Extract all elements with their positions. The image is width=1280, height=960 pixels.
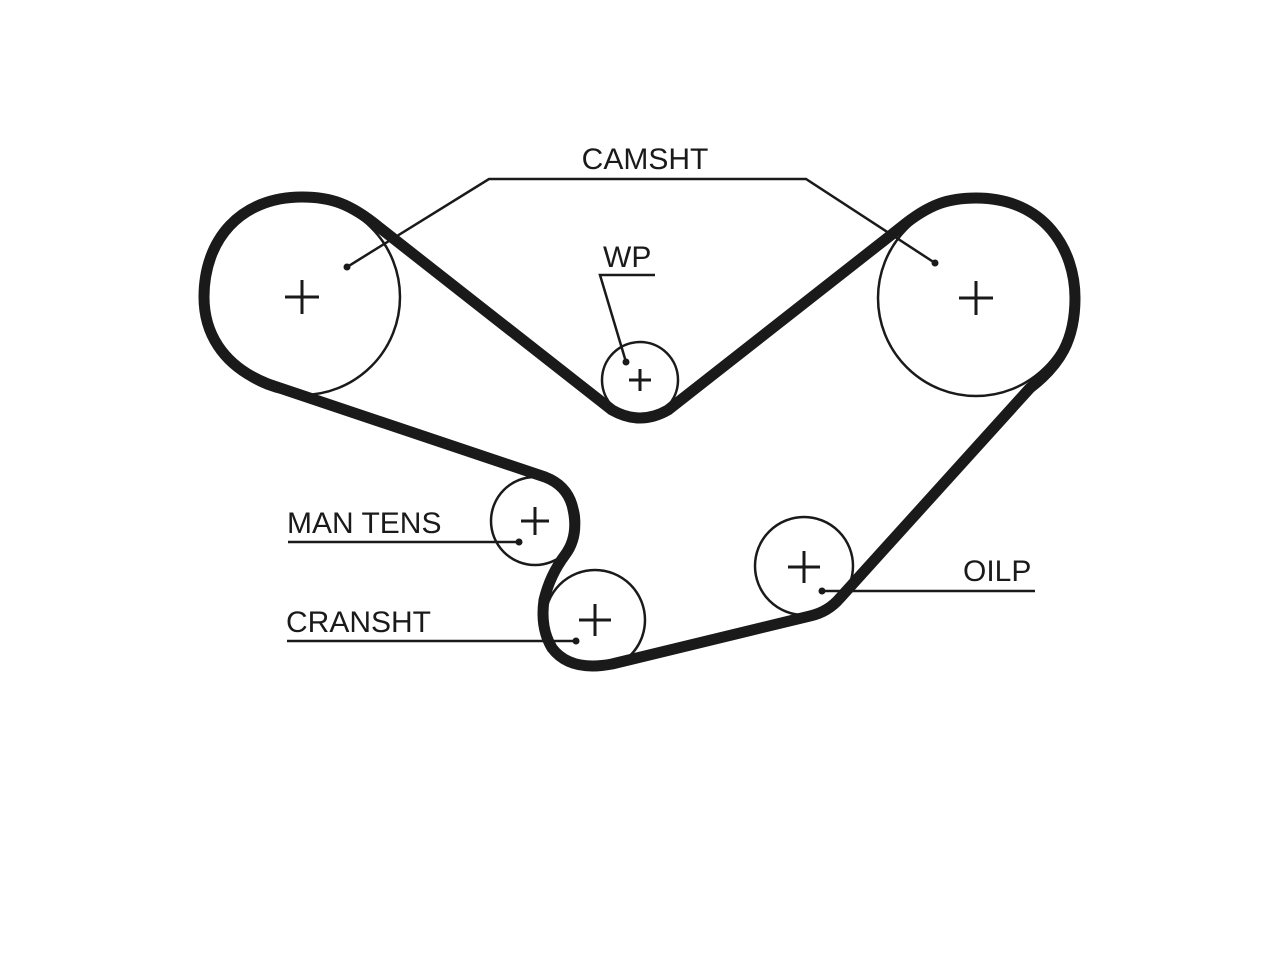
oil-pump-label: OILP bbox=[963, 555, 1031, 588]
left-camshaft-center-cross bbox=[285, 280, 319, 314]
crankshaft-center-cross bbox=[579, 604, 611, 636]
camshaft-leader-line bbox=[346, 177, 936, 269]
timing-belt bbox=[198, 191, 1081, 672]
manual-tensioner-label: MAN TENS bbox=[287, 507, 441, 540]
water-pump-center-cross bbox=[629, 369, 651, 391]
oil-pump-center-cross bbox=[788, 551, 820, 583]
water-pump-leader-line bbox=[598, 273, 655, 363]
right-camshaft-center-cross bbox=[959, 281, 993, 315]
camshaft-right-pointer-dot bbox=[931, 259, 939, 267]
oil-pump-pointer-dot bbox=[818, 587, 826, 595]
water-pump-pointer-dot bbox=[622, 358, 630, 366]
manual-tensioner-pointer-dot bbox=[515, 538, 523, 546]
camshaft-label: CAMSHT bbox=[582, 143, 709, 176]
water-pump-label: WP bbox=[603, 241, 651, 274]
camshaft-left-pointer-dot bbox=[343, 263, 351, 271]
crankshaft-pointer-dot bbox=[572, 637, 580, 645]
manual-tensioner-center-cross bbox=[521, 507, 549, 535]
crankshaft-label: CRANSHT bbox=[286, 606, 431, 639]
